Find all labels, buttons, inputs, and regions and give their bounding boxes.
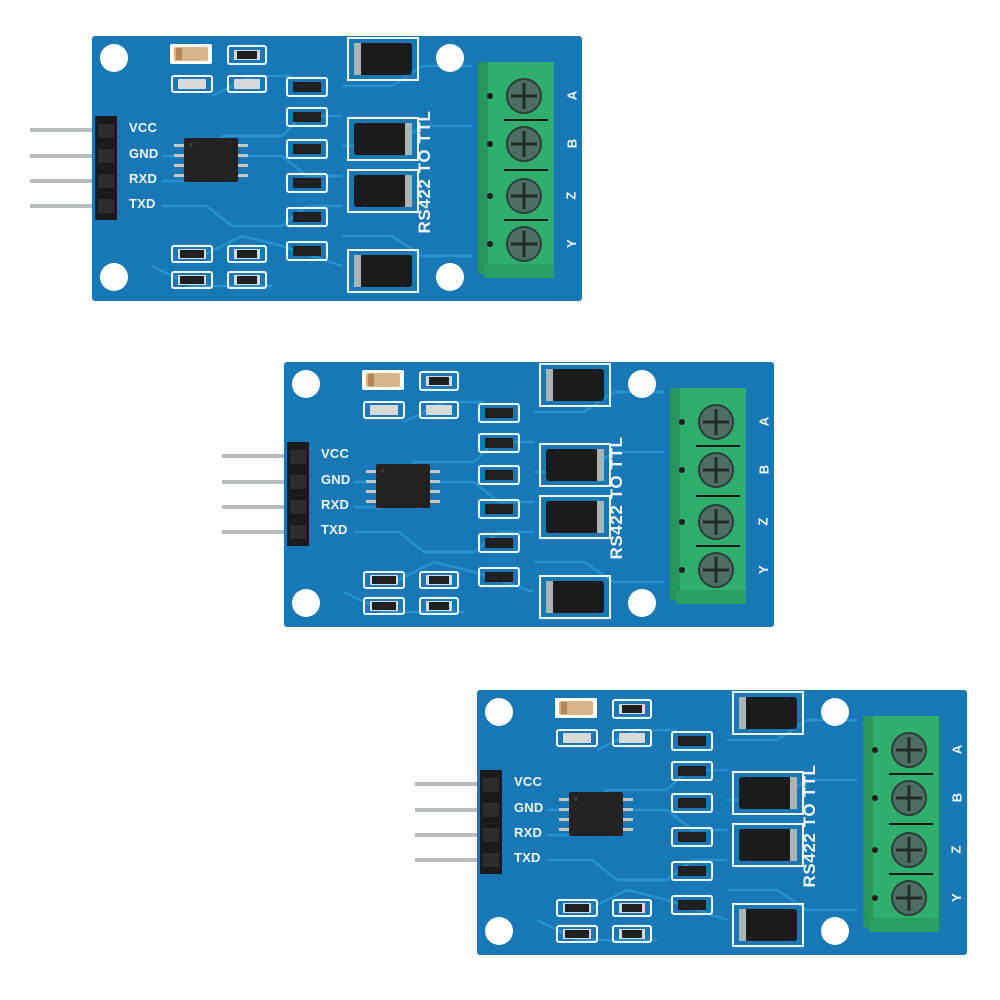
screw-terminal-block	[478, 62, 554, 278]
pin-label-txd: TXD	[321, 522, 348, 537]
tantalum-capacitor	[555, 698, 597, 718]
pin-label-gnd: GND	[514, 800, 544, 815]
screw-terminal-block	[670, 388, 746, 604]
pcb-artwork	[222, 362, 774, 627]
board-title: RS422 TO TTL	[415, 110, 434, 234]
board-title: RS422 TO TTL	[800, 764, 819, 888]
pin-label-vcc: VCC	[321, 446, 350, 461]
header-pins	[222, 454, 294, 534]
tvs-diodes	[347, 37, 419, 293]
terminal-label-a: A	[756, 416, 772, 427]
board-title: RS422 TO TTL	[607, 436, 626, 560]
rs422-module-board-2: VCC GND RXD TXD RS422 TO TTL A B Z Y	[222, 362, 774, 627]
rs422-module-board-3: VCC GND RXD TXD RS422 TO TTL A B Z Y	[415, 690, 967, 955]
terminal-label-b: B	[756, 464, 772, 475]
terminal-label-a: A	[564, 90, 580, 101]
pin-label-vcc: VCC	[514, 774, 543, 789]
pin-label-rxd: RXD	[514, 825, 543, 840]
pcb-artwork	[30, 36, 582, 301]
tvs-diodes	[732, 691, 804, 947]
terminal-label-y: Y	[755, 565, 771, 574]
pcb-artwork	[415, 690, 967, 955]
ic-chip	[174, 138, 248, 182]
pin-header	[480, 770, 502, 874]
rs422-module-board-1: VCC GND RXD TXD RS422 TO TTL A B Z Y	[30, 36, 582, 301]
pin-label-vcc: VCC	[129, 120, 158, 135]
pin-label-gnd: GND	[321, 472, 351, 487]
terminal-label-y: Y	[563, 239, 579, 248]
pin-label-gnd: GND	[129, 146, 159, 161]
header-pins	[30, 128, 102, 208]
pin-label-rxd: RXD	[321, 497, 350, 512]
terminal-label-z: Z	[755, 517, 771, 526]
pcb-body	[92, 36, 582, 301]
ic-chip	[559, 792, 633, 836]
pin-header	[287, 442, 309, 546]
pin-label-txd: TXD	[514, 850, 541, 865]
terminal-label-z: Z	[563, 191, 579, 200]
pin-label-txd: TXD	[129, 196, 156, 211]
ic-chip	[366, 464, 440, 508]
pcb-body	[284, 362, 774, 627]
pin-label-rxd: RXD	[129, 171, 158, 186]
header-pins	[415, 782, 487, 862]
tantalum-capacitor	[170, 44, 212, 64]
terminal-label-y: Y	[948, 893, 964, 902]
tantalum-capacitor	[362, 370, 404, 390]
terminal-label-b: B	[949, 792, 965, 803]
terminal-label-b: B	[564, 138, 580, 149]
pcb-body	[477, 690, 967, 955]
tvs-diodes	[539, 363, 611, 619]
terminal-label-a: A	[949, 744, 965, 755]
screw-terminal-block	[863, 716, 939, 932]
terminal-label-z: Z	[948, 845, 964, 854]
pin-header	[95, 116, 117, 220]
